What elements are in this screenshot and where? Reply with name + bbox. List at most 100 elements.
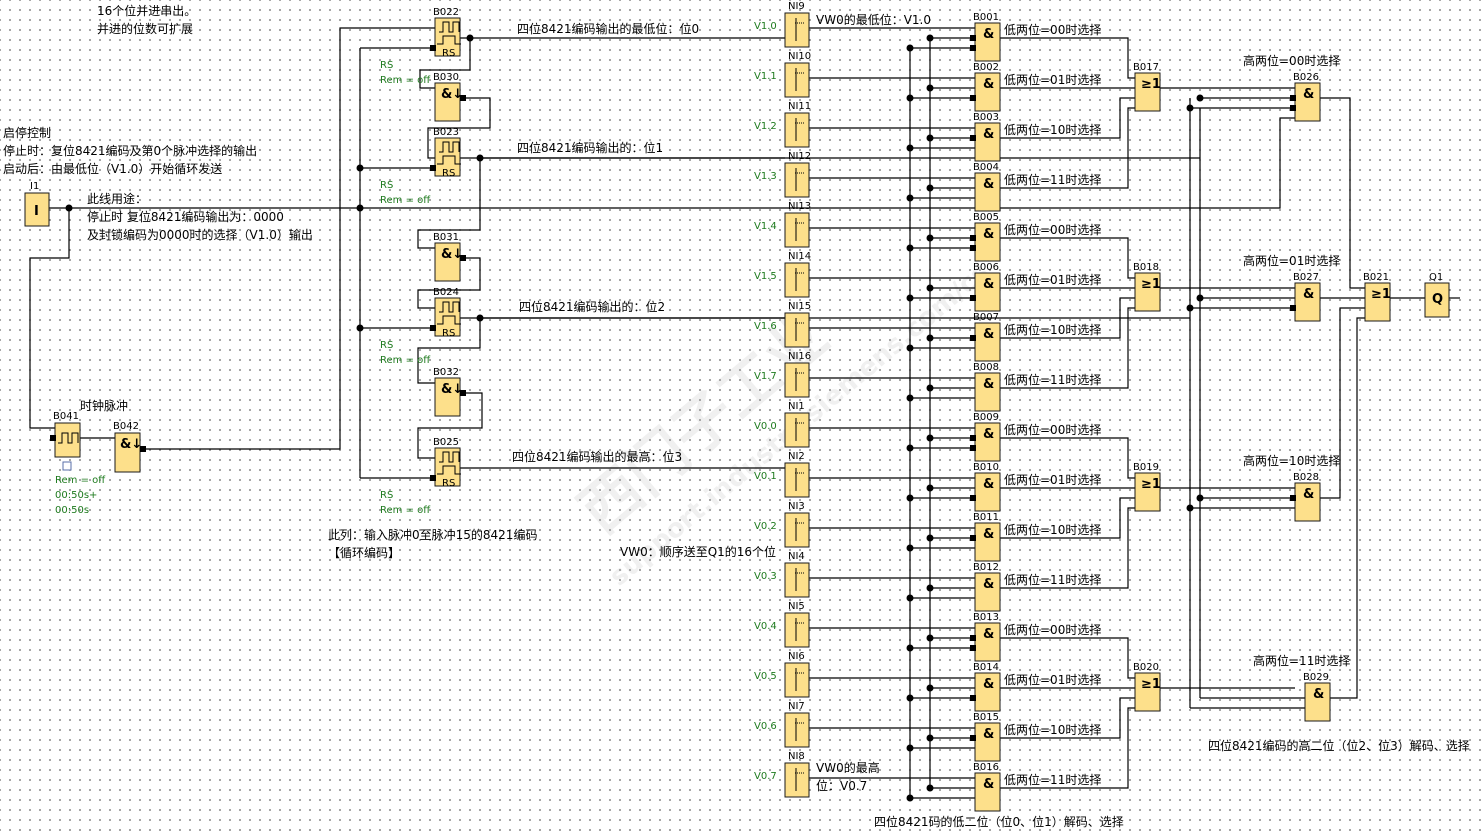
network-input-ni3-body[interactable] [784, 512, 810, 548]
and-block-b012[interactable]: B012&低两位=11时选择 [973, 562, 1101, 612]
and-block-b009[interactable]: B009&低两位=00时选择 [973, 412, 1101, 462]
and-block-b004[interactable]: B004&低两位=11时选择 [973, 162, 1101, 212]
or-block-b019-body[interactable] [1134, 472, 1161, 512]
network-input-ni9-body[interactable] [784, 12, 810, 48]
and-block-b016[interactable]: B016&低两位=11时选择 [973, 762, 1101, 812]
and-block-b013[interactable]: B013&低两位=00时选择 [973, 612, 1101, 662]
and-block-b026[interactable]: B026&高两位=00时选择 [1243, 53, 1340, 122]
and-block-b029[interactable]: B029&高两位=11时选择 [1253, 653, 1350, 722]
network-input-ni4-body[interactable] [784, 562, 810, 598]
rs-block-b022-body[interactable] [434, 17, 461, 57]
and-block-b005-body[interactable] [974, 222, 1001, 262]
network-input-ni12-body[interactable] [784, 162, 810, 198]
and-block-b001[interactable]: B001&低两位=00时选择 [973, 12, 1101, 62]
rs-block-b025-body[interactable] [434, 447, 461, 487]
and-block-b028[interactable]: B028&高两位=10时选择 [1243, 453, 1340, 522]
edge-block-b032[interactable]: B032&↓ [433, 367, 463, 417]
and-block-b005[interactable]: B005&低两位=00时选择 [973, 212, 1101, 262]
and-block-b006-body[interactable] [974, 272, 1001, 312]
and-block-b007[interactable]: B007&低两位=10时选择 [973, 312, 1101, 362]
or-block-b017-body[interactable] [1134, 72, 1161, 112]
and-block-b003[interactable]: B003&低两位=10时选择 [973, 112, 1101, 162]
or-block-b021[interactable]: B021≥1 [1363, 272, 1391, 322]
network-input-ni8-body[interactable] [784, 762, 810, 798]
and-block-b016-body[interactable] [974, 772, 1001, 812]
or-block-b017[interactable]: B017≥1 [1133, 62, 1161, 112]
and-block-b029-body[interactable] [1304, 682, 1331, 722]
network-input-ni7-body[interactable] [784, 712, 810, 748]
edge-block-b031[interactable]: B031&↓ [433, 232, 463, 282]
network-input-ni11-body[interactable] [784, 112, 810, 148]
edge-block-b030[interactable]: B030&↓ [433, 72, 463, 122]
or-block-b020-body[interactable] [1134, 672, 1161, 712]
and-block-b002-body[interactable] [974, 72, 1001, 112]
edge-block-b031-body[interactable] [434, 242, 461, 282]
expand-icon[interactable] [62, 461, 72, 471]
input-block-i1[interactable]: I1I [24, 181, 50, 227]
and-block-b010-body[interactable] [974, 472, 1001, 512]
and-block-b015[interactable]: B015&低两位=10时选择 [973, 712, 1101, 762]
and-block-b011[interactable]: B011&低两位=10时选择 [973, 512, 1101, 562]
and-block-b002[interactable]: B002&低两位=01时选择 [973, 62, 1101, 112]
or-block-b018[interactable]: B018≥1 [1133, 262, 1161, 312]
edge-block-b042-body[interactable] [114, 432, 141, 473]
and-block-b028-body[interactable] [1294, 482, 1321, 522]
or-block-b020[interactable]: B020≥1 [1133, 662, 1161, 712]
edge-block-b042[interactable]: B042&↓ [113, 421, 142, 473]
network-input-ni2-body[interactable] [784, 462, 810, 498]
and-block-b004-body[interactable] [974, 172, 1001, 212]
and-block-b003-body[interactable] [974, 122, 1001, 162]
output-block-q1-body[interactable] [1424, 282, 1450, 318]
and-block-b014[interactable]: B014&低两位=01时选择 [973, 662, 1101, 712]
and-block-b011-body[interactable] [974, 522, 1001, 562]
network-input-ni13-body[interactable] [784, 212, 810, 248]
and-block-b026-body[interactable] [1294, 82, 1321, 122]
network-input-ni6-body[interactable] [784, 662, 810, 698]
and-block-b014-body[interactable] [974, 672, 1001, 712]
or-block-b021-body[interactable] [1364, 282, 1391, 322]
and-block-b007-body[interactable] [974, 322, 1001, 362]
input-block-i1-body[interactable] [24, 192, 50, 227]
or-block-b019[interactable]: B019≥1 [1133, 462, 1161, 512]
network-input-ni16-body[interactable] [784, 362, 810, 398]
and-block-b027[interactable]: B027&高两位=01时选择 [1243, 253, 1340, 322]
network-input-ni5-body[interactable] [784, 612, 810, 648]
or-block-b018-body[interactable] [1134, 272, 1161, 312]
and-block-b008-body[interactable] [974, 372, 1001, 412]
edge-block-b030-body[interactable] [434, 82, 461, 122]
network-input-ni1-body[interactable] [784, 412, 810, 448]
and-block-b001-body[interactable] [974, 22, 1001, 62]
and-block-b006[interactable]: B006&低两位=01时选择 [973, 262, 1101, 312]
and-block-b012-body[interactable] [974, 572, 1001, 612]
rs-block-b023-body[interactable] [434, 137, 461, 177]
and-block-b027-body[interactable] [1294, 282, 1321, 322]
edge-block-b032-body[interactable] [434, 377, 461, 417]
and-block-b008[interactable]: B008&低两位=11时选择 [973, 362, 1101, 412]
and-block-b009-body[interactable] [974, 422, 1001, 462]
network-input-ni14-body[interactable] [784, 262, 810, 298]
network-input-ni15-body[interactable] [784, 312, 810, 348]
and-block-b015-body[interactable] [974, 722, 1001, 762]
and-block-b013-body[interactable] [974, 622, 1001, 662]
